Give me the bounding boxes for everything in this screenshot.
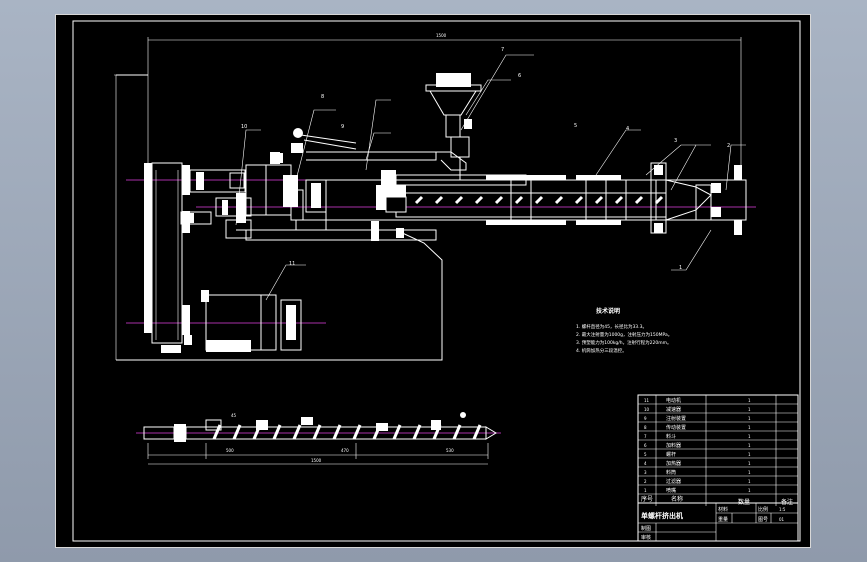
header-no: 序号 [641, 495, 653, 503]
hopper [429, 90, 477, 116]
part-qty: 1 [748, 407, 751, 412]
callout-10: 10 [241, 124, 247, 130]
part-name: 减速器 [666, 406, 681, 413]
drawn-label: 制图 [641, 525, 651, 532]
part-no: 10 [644, 407, 650, 412]
base-frame [116, 229, 443, 361]
tech-note-1: 1. 螺杆直径为45，长径比为33.3。 [576, 323, 647, 330]
material-label: 材料 [718, 506, 728, 513]
part-name: 螺杆 [666, 451, 676, 458]
main-assembly: 1500 [114, 33, 756, 361]
screw-flights [414, 195, 664, 205]
part-name: 传动装置 [666, 424, 686, 431]
weight-label: 重量 [718, 516, 728, 523]
checked-label: 审核 [641, 534, 651, 541]
part-no: 8 [644, 425, 647, 430]
part-qty: 1 [748, 443, 751, 448]
dim-overall: 1500 [436, 33, 447, 38]
part-no: 1 [644, 488, 647, 493]
hopper-lid [436, 73, 471, 87]
header-name: 名称 [671, 495, 683, 503]
part-qty: 1 [748, 398, 751, 403]
tech-notes-title: 技术说明 [596, 307, 620, 315]
tech-note-3: 3. 预塑能力为100kg/h，注射行程为220mm。 [576, 339, 672, 346]
tech-notes: 技术说明 1. 螺杆直径为45，长径比为33.3。 2. 最大注射量为1000g… [576, 307, 672, 354]
drawing-title: 单螺杆挤出机 [641, 511, 683, 520]
reducer-block [189, 169, 246, 193]
callout-5: 5 [574, 123, 577, 129]
inner-frame [72, 20, 801, 542]
tech-note-2: 2. 最大注射量为1000g，注射压力为150MPa。 [576, 331, 672, 338]
part-qty: 1 [748, 452, 751, 457]
parts-list: 11 电动机 1 10 减速器 1 9 注射装置 1 8 传动装置 1 7 料斗… [637, 394, 799, 542]
callout-6: 6 [518, 73, 521, 79]
heater-band [510, 176, 532, 224]
title-block: 单螺杆挤出机 材料 重量 比例 1:5 图号 01 制图 审核 [638, 503, 798, 541]
part-no: 5 [644, 452, 647, 457]
part-name: 注射装置 [666, 415, 686, 422]
part-no: 3 [644, 470, 647, 475]
part-name: 喷嘴 [666, 487, 676, 494]
sheet-label: 图号 [758, 517, 768, 523]
part-qty: 1 [748, 479, 751, 484]
callout-4: 4 [626, 126, 629, 132]
part-no: 6 [644, 443, 647, 448]
part-qty: 1 [748, 434, 751, 439]
dim-screw-meter: 530 [446, 448, 454, 453]
dim-screw-feed: 500 [226, 448, 234, 453]
callout-9: 9 [341, 124, 344, 130]
part-name: 料斗 [666, 433, 676, 440]
header-remark: 备注 [781, 498, 793, 506]
callout-7: 7 [501, 47, 504, 53]
part-no: 7 [644, 434, 647, 439]
part-qty: 1 [748, 470, 751, 475]
header-qty: 数量 [738, 498, 750, 506]
callout-2: 2 [727, 143, 730, 149]
scale-label: 比例 [758, 506, 768, 513]
part-no: 4 [644, 461, 647, 466]
drawing-sheet: 1500 [55, 14, 811, 548]
cad-drawing: 1500 [72, 20, 801, 542]
dim-screw-compress: 470 [341, 448, 349, 453]
part-no: 2 [644, 479, 647, 484]
part-name: 加热器 [666, 460, 681, 467]
part-qty: 1 [748, 488, 751, 493]
part-qty: 1 [748, 416, 751, 421]
part-name: 电动机 [666, 397, 681, 404]
dim-screw-d: 45 [231, 413, 237, 418]
sheet-value: 01 [779, 517, 785, 522]
part-no: 11 [644, 398, 650, 403]
dim-screw-total: 1500 [311, 458, 322, 463]
gearbox-side-plate [144, 163, 152, 333]
part-name: 过滤器 [666, 478, 681, 485]
nozzle [665, 179, 712, 221]
part-name: 料筒 [666, 469, 676, 476]
scale-value: 1:5 [779, 507, 786, 512]
callout-1: 1 [679, 265, 682, 271]
callout-11: 11 [289, 261, 295, 267]
callout-8: 8 [321, 94, 324, 100]
part-no: 9 [644, 416, 647, 421]
callout-3: 3 [674, 138, 677, 144]
screw-detail: 500 470 530 1500 45 [136, 412, 501, 465]
part-qty: 1 [748, 461, 751, 466]
tech-note-4: 4. 机筒加热分三段温控。 [576, 347, 627, 354]
part-qty: 1 [748, 425, 751, 430]
part-name: 加料器 [666, 442, 681, 449]
